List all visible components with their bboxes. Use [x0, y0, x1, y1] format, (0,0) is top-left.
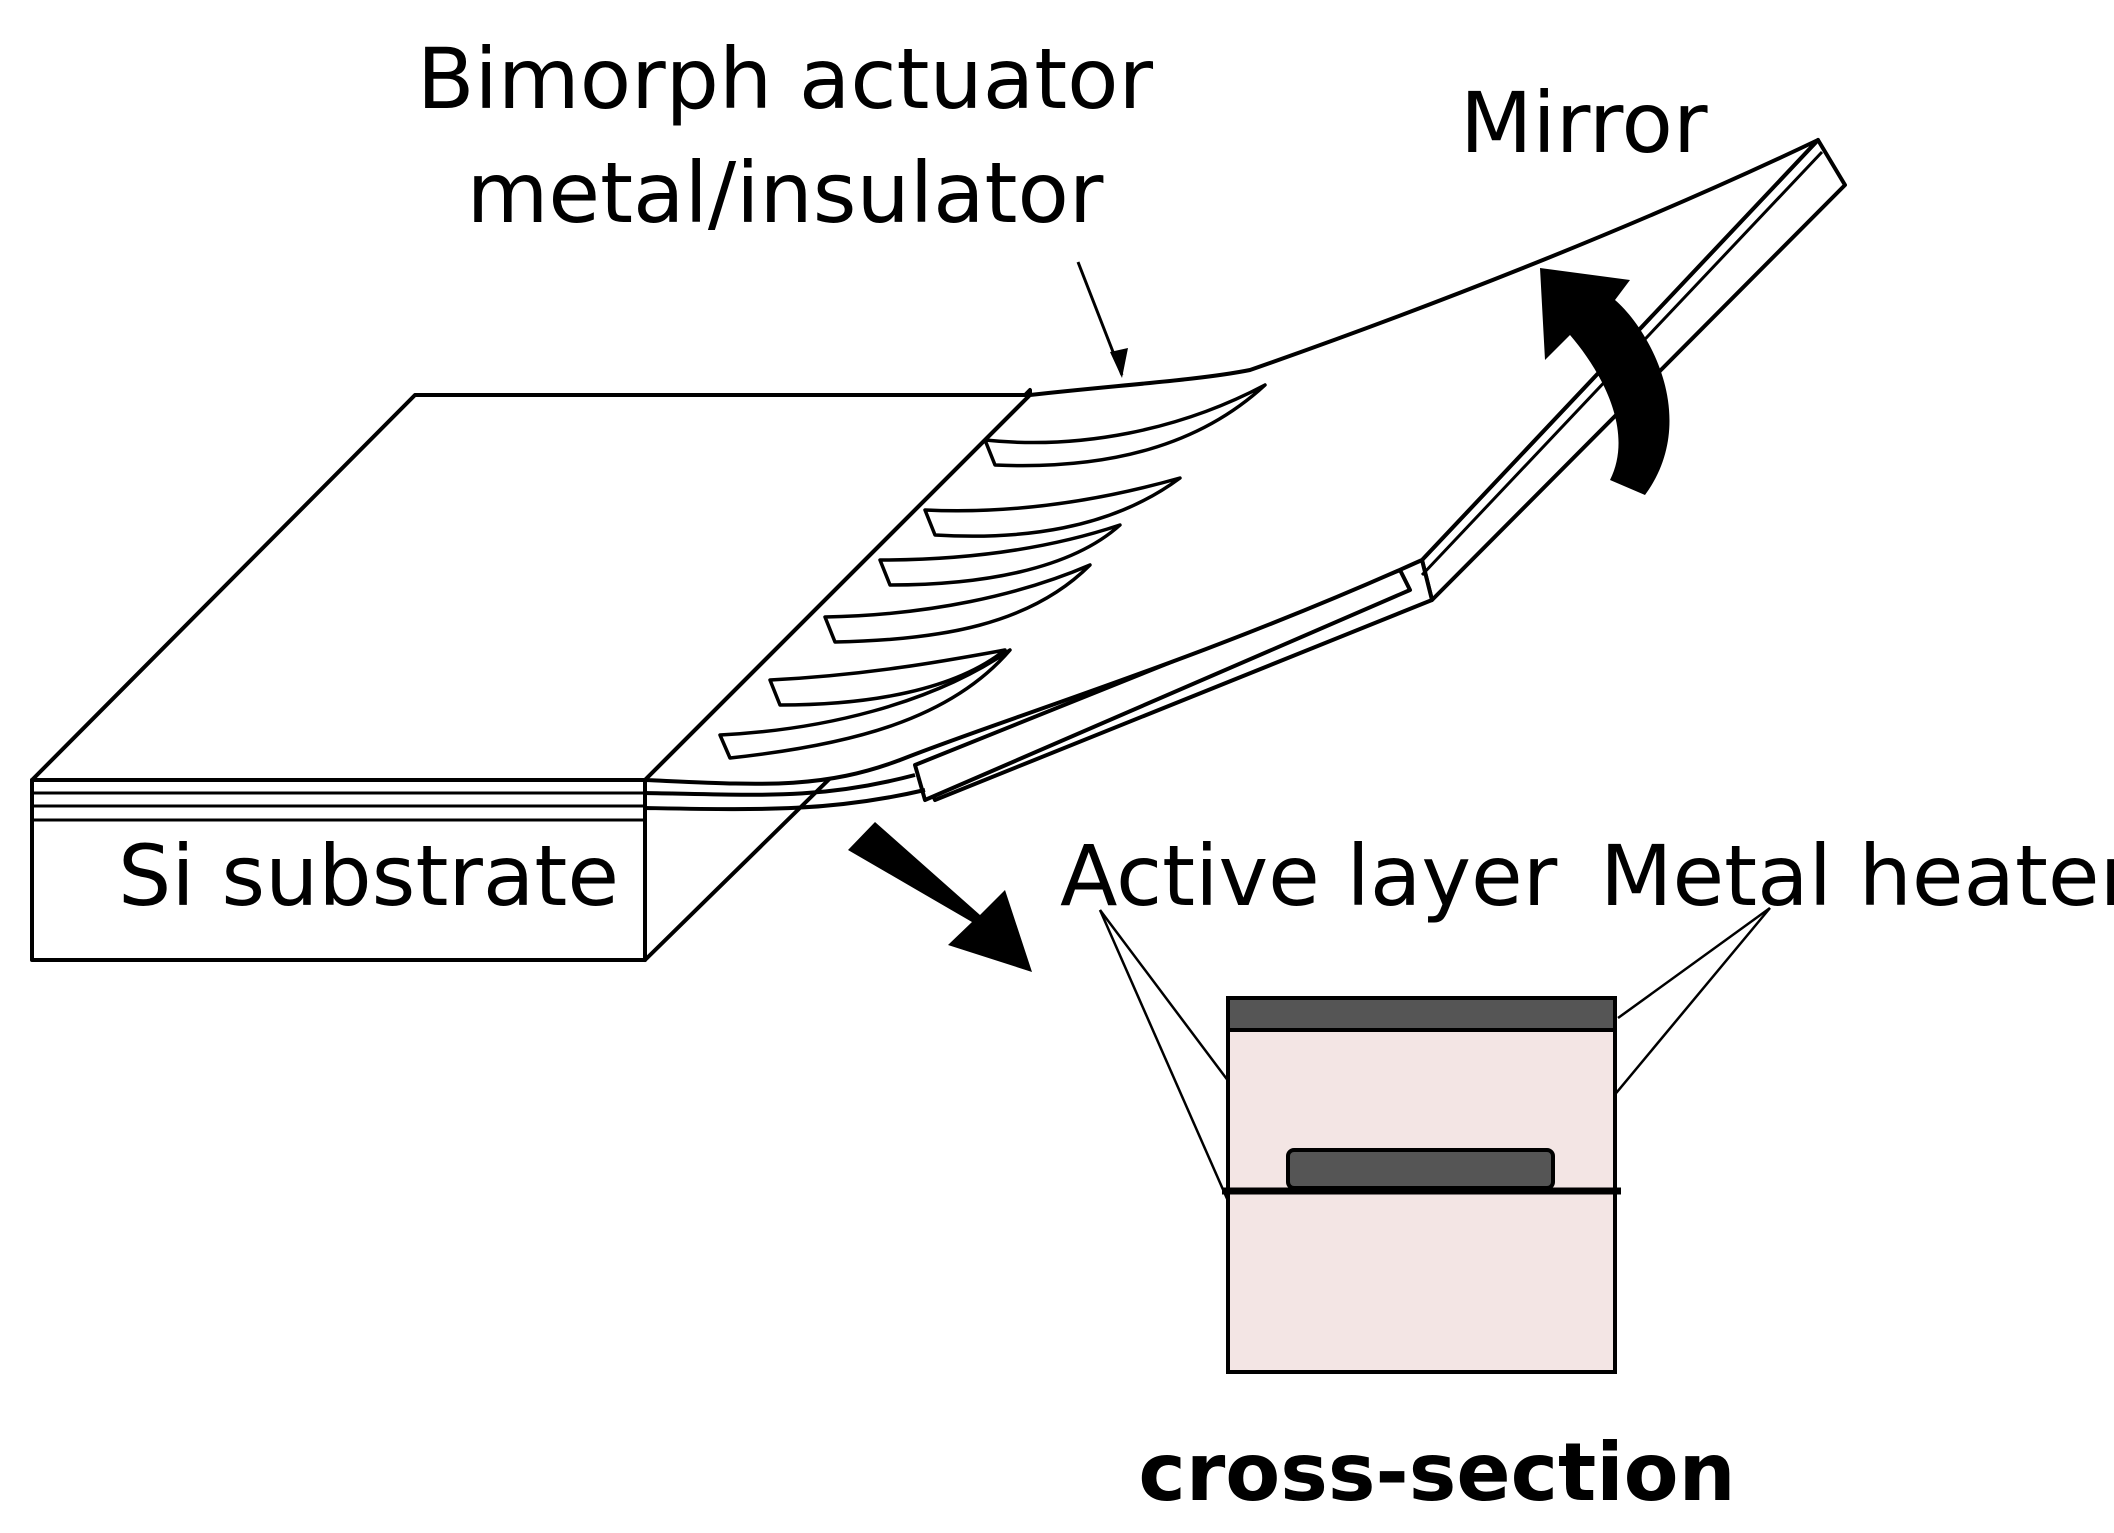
bimorph-fingers — [718, 383, 1267, 760]
metal-heater-leader — [1617, 906, 1771, 1020]
cross-section-diagram — [1222, 996, 1621, 1374]
bimorph-finger — [923, 476, 1182, 538]
cross-section-arrow-icon — [848, 822, 1032, 972]
bimorph-label-line2: metal/insulator — [467, 144, 1104, 242]
active-layer-leader — [1099, 909, 1236, 1091]
substrate-front-face — [30, 778, 647, 962]
bimorph-finger — [718, 648, 1012, 760]
active-layer-label: Active layer — [1060, 827, 1558, 925]
si-substrate-label: Si substrate — [118, 827, 619, 925]
metal-heater-top — [1226, 996, 1617, 1032]
sheet-bottom-curve — [644, 773, 916, 797]
bimorph-finger — [983, 383, 1267, 468]
active-layer-lower — [1226, 1188, 1617, 1374]
bimorph-finger — [823, 563, 1092, 644]
bimorph-finger — [768, 648, 1007, 707]
cross-section-caption: cross-section — [1138, 1426, 1735, 1519]
sheet-bottom-curve — [644, 788, 926, 812]
bimorph-leader-arrowhead — [1110, 348, 1128, 378]
metal-heater-label: Metal heater — [1600, 827, 2114, 925]
tilt-arrow-icon — [1540, 268, 1670, 495]
metal-heater-embedded — [1286, 1148, 1555, 1190]
bimorph-label-line1: Bimorph actuator — [417, 30, 1154, 128]
mirror-label: Mirror — [1460, 74, 1708, 172]
bimorph-finger — [878, 523, 1122, 587]
